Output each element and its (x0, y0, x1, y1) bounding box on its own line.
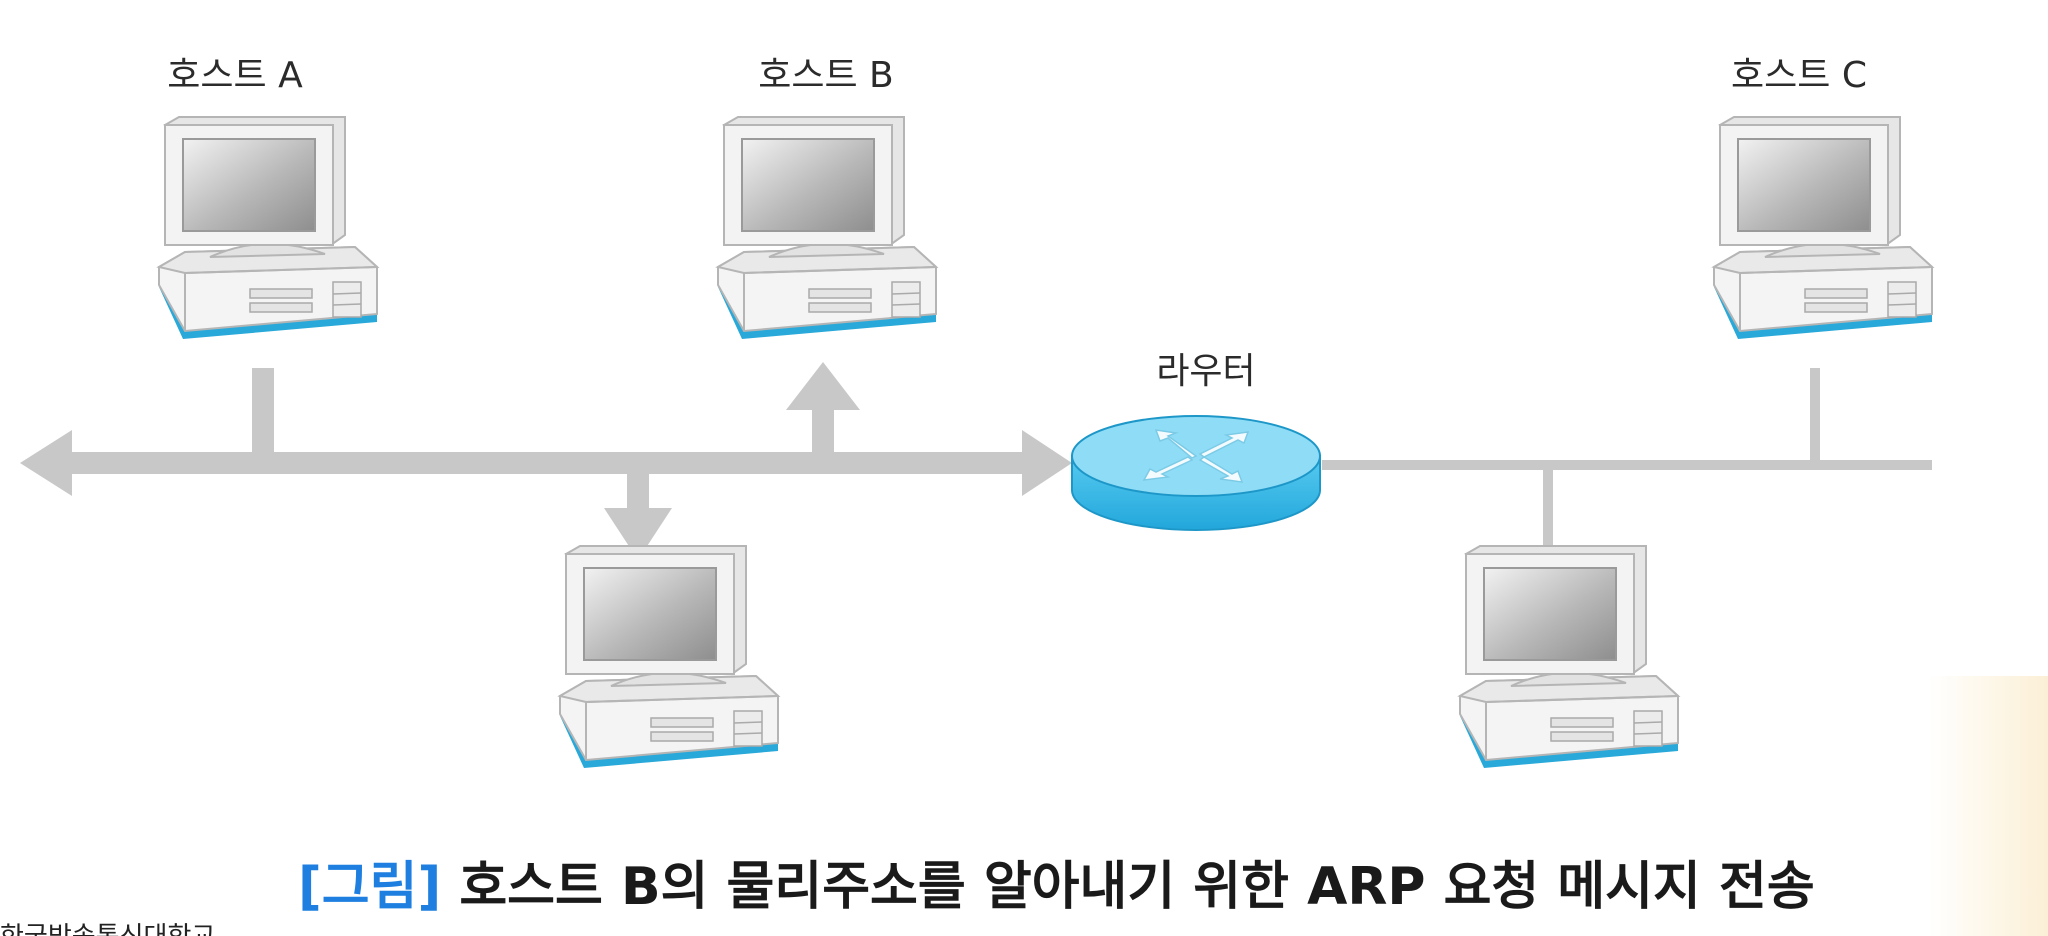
figure-caption: [그림] 호스트 B의 물리주소를 알아내기 위한 ARP 요청 메시지 전송 (298, 852, 1815, 922)
arrow-to-lower-left-host (604, 508, 672, 560)
host-b-label: 호스트 B (758, 55, 894, 96)
bus-arrow-left (20, 430, 72, 496)
arrow-to-host-b (786, 362, 860, 410)
host-b-link (812, 405, 834, 457)
router-label: 라우터 (1156, 351, 1256, 392)
router-icon (1071, 415, 1321, 531)
host-a-computer-icon (158, 116, 378, 340)
caption-tag: [그림] (298, 857, 442, 917)
lower-left-computer-icon (559, 545, 779, 769)
bus-arrow-right (1022, 430, 1072, 496)
corner-decoration (1928, 676, 2048, 936)
caption-text: 호스트 B의 물리주소를 알아내기 위한 ARP 요청 메시지 전송 (441, 857, 1815, 917)
right-network-bus (1322, 368, 1932, 548)
lower-right-computer-icon (1459, 545, 1679, 769)
left-network-bus (20, 362, 1072, 560)
host-c-computer-icon (1713, 116, 1933, 340)
host-a-label: 호스트 A (167, 55, 303, 96)
host-c-link (1810, 368, 1820, 464)
lower-right-host-link (1543, 466, 1553, 548)
host-a-link (252, 368, 274, 456)
lower-left-host-link (627, 472, 649, 512)
footer-source: 한국방송통신대학교 (0, 922, 215, 936)
host-c-label: 호스트 C (1731, 55, 1867, 96)
host-b-computer-icon (717, 116, 937, 340)
